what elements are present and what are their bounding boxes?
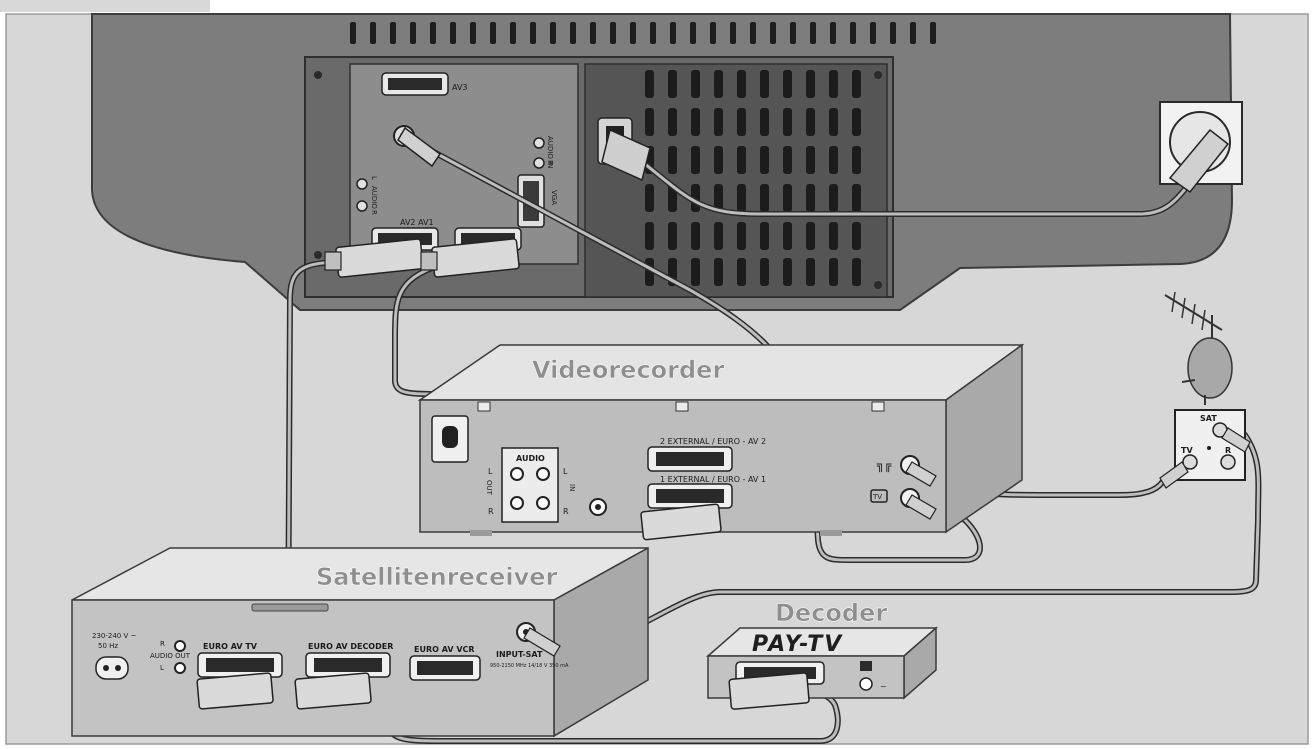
sat-audio-out-label: AUDIO OUT <box>150 652 191 660</box>
vcr-audio-label: AUDIO <box>516 454 545 463</box>
antenna-sat-label: SAT <box>1200 414 1217 423</box>
decoder-display: PAY-TV <box>752 632 843 657</box>
vcr-tv-out-icon <box>870 489 888 503</box>
antenna-wall-box <box>1174 409 1246 481</box>
tv-audio-in-sockets <box>533 137 545 169</box>
vcr-right-out-label: R <box>488 507 494 516</box>
euro-av-vcr-label: EURO AV VCR <box>414 645 475 654</box>
tv-back: AV3 L AUDIO R AUDIO IN R VGA AV2 AV1 <box>91 13 1234 311</box>
tv-top-vents <box>350 22 936 44</box>
tv-audio-left-label: L <box>370 176 378 180</box>
vcr-in-label: IN <box>568 484 576 491</box>
tv-audio-in-label: AUDIO IN <box>546 136 554 168</box>
vcr-left-out-label: L <box>488 467 493 476</box>
input-sat-spec: 950-2150 MHz 14/18 V 350 mA <box>490 663 569 669</box>
vcr-left-in-label: L <box>563 467 568 476</box>
vcr-antenna-in-icon: ╗╔ <box>876 458 892 472</box>
av1-scart-plug <box>420 238 520 278</box>
satellite-receiver <box>71 546 649 738</box>
decoder-power-symbol: ~ <box>880 682 887 691</box>
av3-scart-socket <box>381 72 449 96</box>
euro-av-tv-label: EURO AV TV <box>203 642 258 651</box>
av2-av1-label: AV2 AV1 <box>400 218 434 227</box>
sat-power-freq: 50 Hz <box>98 642 118 650</box>
videorecorder: ╗╔ <box>417 343 1025 541</box>
antenna-tv-label: TV <box>1181 446 1193 455</box>
antenna-r-label: R <box>1225 446 1231 455</box>
vcr-scart-top-label: 2 EXTERNAL / EURO - AV 2 <box>660 437 766 446</box>
videorecorder-title: Videorecorder <box>532 356 724 384</box>
wall-socket <box>1159 101 1243 194</box>
tv-rear-vents <box>645 70 861 286</box>
tv-audio-sockets <box>356 178 368 212</box>
vcr-scart-bottom-label: 1 EXTERNAL / EURO - AV 1 <box>660 475 766 484</box>
vcr-tv-out-label: TV <box>872 493 882 501</box>
sat-audio-l-label: L <box>160 664 164 672</box>
satellite-dish-icon <box>1181 337 1233 405</box>
vcr-out-label: OUT <box>485 480 493 496</box>
tv-plugs <box>324 126 651 278</box>
satellite-receiver-title: Satellitenreceiver <box>316 563 558 591</box>
tv-audio-in-right-label: R <box>546 160 554 165</box>
decoder <box>706 626 938 710</box>
vcr-right-in-label: R <box>563 507 569 516</box>
tv-audio-right-label: R <box>370 210 378 215</box>
tv-audio-label: AUDIO <box>370 186 378 209</box>
av2-scart-plug <box>324 238 424 278</box>
corner-tab <box>0 0 210 12</box>
antenna-box-plugs <box>1159 427 1251 489</box>
sat-power-label: 230-240 V ~ <box>92 632 136 640</box>
decoder-title: Decoder <box>775 599 887 627</box>
euro-av-decoder-label: EURO AV DECODER <box>308 642 393 651</box>
tv-vga-label: VGA <box>550 190 558 205</box>
sat-audio-r-label: R <box>160 640 165 648</box>
input-sat-label: INPUT-SAT <box>496 650 543 659</box>
av3-label: AV3 <box>452 83 468 92</box>
